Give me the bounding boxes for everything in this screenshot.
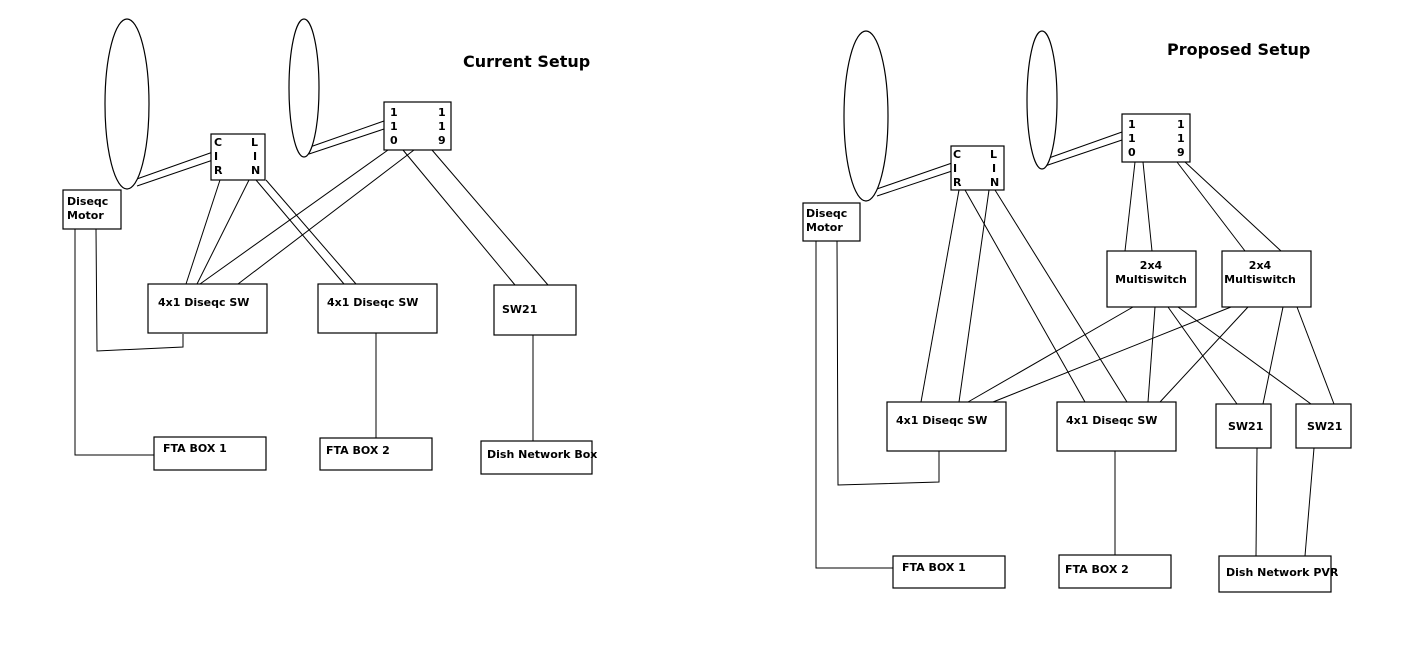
svg-text:Motor: Motor xyxy=(806,221,843,234)
current-fta-box-1: FTA BOX 1 xyxy=(153,436,267,471)
svg-text:Multiswitch: Multiswitch xyxy=(1115,273,1187,286)
svg-text:R: R xyxy=(214,164,223,177)
svg-text:SW21: SW21 xyxy=(502,303,537,316)
svg-text:I: I xyxy=(253,150,257,163)
svg-text:9: 9 xyxy=(1177,146,1185,159)
svg-text:2x4: 2x4 xyxy=(1140,259,1163,272)
svg-text:I: I xyxy=(214,150,218,163)
svg-text:Dish Network Box: Dish Network Box xyxy=(487,448,597,461)
svg-text:1: 1 xyxy=(1128,118,1136,131)
svg-text:9: 9 xyxy=(438,134,446,147)
proposed-sw21-b: SW21 xyxy=(1295,403,1352,449)
proposed-dish-right xyxy=(1026,30,1058,170)
current-sw21: SW21 xyxy=(493,284,577,336)
svg-text:Dish Network PVR: Dish Network PVR xyxy=(1226,566,1339,579)
current-lnb-cir-lin: C I R L I N xyxy=(210,133,266,181)
current-lnb-110-119: 1 1 0 1 1 9 xyxy=(383,101,452,151)
svg-text:4x1 Diseqc SW: 4x1 Diseqc SW xyxy=(327,296,418,309)
proposed-setup-group: Proposed Setup xyxy=(802,30,1352,593)
svg-text:1: 1 xyxy=(438,106,446,119)
svg-text:4x1 Diseqc SW: 4x1 Diseqc SW xyxy=(896,414,987,427)
svg-text:1: 1 xyxy=(390,120,398,133)
svg-text:Diseqc: Diseqc xyxy=(67,195,108,208)
svg-text:1: 1 xyxy=(438,120,446,133)
current-dish-left xyxy=(104,18,150,190)
svg-text:1: 1 xyxy=(1177,118,1185,131)
svg-text:4x1 Diseqc SW: 4x1 Diseqc SW xyxy=(158,296,249,309)
svg-text:FTA BOX 1: FTA BOX 1 xyxy=(902,561,966,574)
svg-text:L: L xyxy=(251,136,258,149)
current-dish-right xyxy=(288,18,320,158)
svg-text:I: I xyxy=(992,162,996,175)
current-diseqc-motor: Diseqc Motor xyxy=(62,189,122,230)
svg-text:FTA BOX 2: FTA BOX 2 xyxy=(326,444,390,457)
proposed-dish-left xyxy=(843,30,889,202)
current-dish-network-box: Dish Network Box xyxy=(480,440,597,475)
svg-text:1: 1 xyxy=(1128,132,1136,145)
svg-text:Motor: Motor xyxy=(67,209,104,222)
proposed-multiswitch-b: 2x4 Multiswitch xyxy=(1221,250,1312,308)
proposed-fta-box-1: FTA BOX 1 xyxy=(892,555,1006,589)
svg-text:C: C xyxy=(214,136,222,149)
svg-text:0: 0 xyxy=(390,134,398,147)
svg-text:2x4: 2x4 xyxy=(1249,259,1272,272)
svg-text:R: R xyxy=(953,176,962,189)
svg-text:L: L xyxy=(990,148,997,161)
proposed-lnb-cir-lin: C I R L I N xyxy=(950,145,1005,191)
svg-text:SW21: SW21 xyxy=(1307,420,1342,433)
svg-text:4x1 Diseqc SW: 4x1 Diseqc SW xyxy=(1066,414,1157,427)
proposed-dish-network-pvr: Dish Network PVR xyxy=(1218,555,1339,593)
current-fta-box-2: FTA BOX 2 xyxy=(319,437,433,471)
current-setup-title: Current Setup xyxy=(463,52,590,71)
current-diseqc-switch-b: 4x1 Diseqc SW xyxy=(317,283,438,334)
svg-text:SW21: SW21 xyxy=(1228,420,1263,433)
svg-text:Diseqc: Diseqc xyxy=(806,207,847,220)
svg-text:1: 1 xyxy=(1177,132,1185,145)
svg-text:Multiswitch: Multiswitch xyxy=(1224,273,1296,286)
proposed-setup-title: Proposed Setup xyxy=(1167,40,1310,59)
svg-text:1: 1 xyxy=(390,106,398,119)
proposed-sw21-a: SW21 xyxy=(1215,403,1272,449)
proposed-wires xyxy=(815,131,1335,569)
current-wires xyxy=(74,120,549,456)
svg-text:C: C xyxy=(953,148,961,161)
current-setup-group: Current Setup xyxy=(62,18,597,475)
proposed-multiswitch-a: 2x4 Multiswitch xyxy=(1106,250,1197,308)
current-diseqc-switch-a: 4x1 Diseqc SW xyxy=(147,283,268,334)
proposed-diseqc-motor: Diseqc Motor xyxy=(802,202,861,242)
proposed-fta-box-2: FTA BOX 2 xyxy=(1058,554,1172,589)
svg-text:0: 0 xyxy=(1128,146,1136,159)
svg-text:N: N xyxy=(251,164,260,177)
svg-text:FTA BOX 1: FTA BOX 1 xyxy=(163,442,227,455)
svg-text:I: I xyxy=(953,162,957,175)
proposed-diseqc-switch-b: 4x1 Diseqc SW xyxy=(1056,401,1177,452)
proposed-diseqc-switch-a: 4x1 Diseqc SW xyxy=(886,401,1007,452)
proposed-lnb-110-119: 1 1 0 1 1 9 xyxy=(1121,113,1191,163)
svg-text:FTA BOX 2: FTA BOX 2 xyxy=(1065,563,1129,576)
svg-text:N: N xyxy=(990,176,999,189)
